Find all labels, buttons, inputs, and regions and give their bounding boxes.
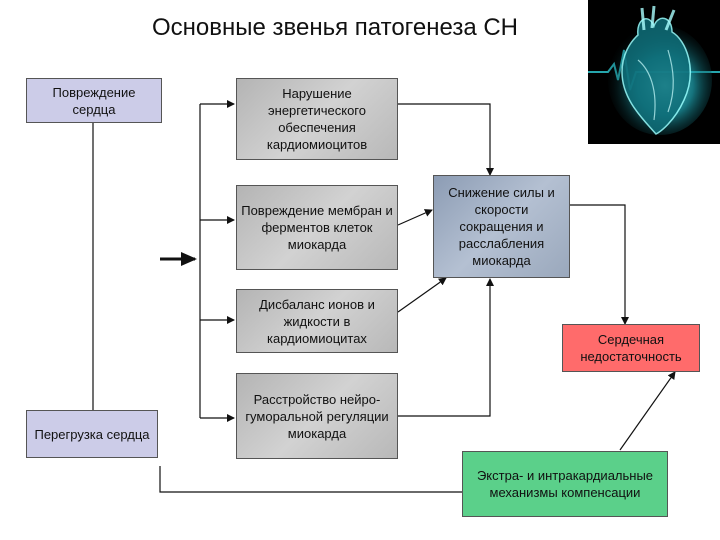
arrow-compensation-failure	[619, 371, 676, 451]
box-heart-failure: Сердечная недостаточность	[562, 324, 700, 372]
box-compensation: Экстра- и интракардиальные механизмы ком…	[462, 451, 668, 517]
arrow-ions-contractility	[397, 277, 447, 313]
heart-hologram-image	[588, 0, 720, 144]
arrow-membranes-contractility	[397, 209, 433, 226]
box-neuro: Расстройство нейро-гуморальной регуляции…	[236, 373, 398, 459]
box-heart-failure-label: Сердечная недостаточность	[580, 332, 682, 364]
arrow-neuro-contractility	[398, 278, 494, 417]
arrow-energy-contractility	[398, 103, 494, 176]
arrow-contractility-failure	[570, 204, 629, 325]
box-membranes: Повреждение мембран и ферментов клеток м…	[236, 185, 398, 270]
box-membranes-label: Повреждение мембран и ферментов клеток м…	[241, 203, 393, 252]
box-contractility-label: Снижение силы и скорости сокращения и ра…	[448, 185, 555, 268]
connector-compensation-feedback	[159, 466, 462, 493]
page-title: Основные звенья патогенеза СН	[151, 14, 518, 41]
box-compensation-label: Экстра- и интракардиальные механизмы ком…	[476, 468, 654, 500]
box-ions-label: Дисбаланс ионов и жидкости в кардиомиоци…	[259, 296, 375, 346]
box-heart-overload: Перегрузка сердца	[26, 410, 158, 458]
box-neuro-label: Расстройство нейро-гуморальной регуляции…	[245, 391, 389, 441]
box-heart-damage: Повреждение сердца	[26, 78, 162, 123]
box-energy: Нарушение энергетического обеспечения ка…	[236, 78, 398, 160]
box-energy-label: Нарушение энергетического обеспечения ка…	[266, 86, 368, 152]
box-heart-damage-label: Повреждение сердца	[52, 84, 136, 117]
box-heart-overload-label: Перегрузка сердца	[34, 426, 150, 442]
box-ions: Дисбаланс ионов и жидкости в кардиомиоци…	[236, 289, 398, 353]
box-contractility: Снижение силы и скорости сокращения и ра…	[433, 175, 570, 278]
